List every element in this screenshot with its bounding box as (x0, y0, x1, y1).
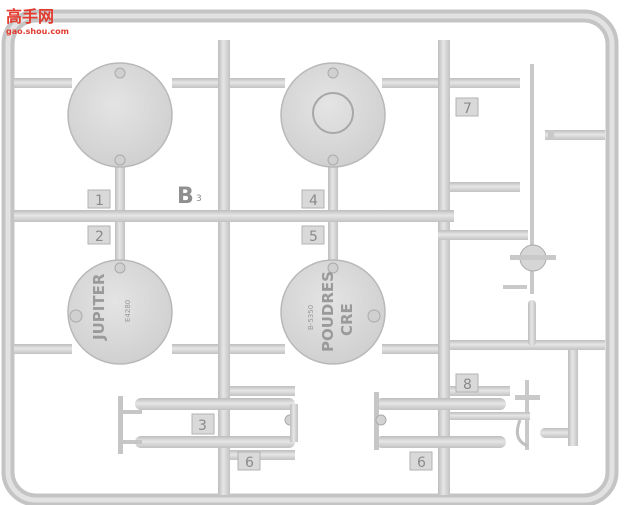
poudres-code: B-5350 (307, 305, 315, 330)
runner-horizontal-middle (14, 210, 454, 222)
svg-text:1: 1 (95, 193, 104, 209)
rod-assembly-8 (450, 350, 578, 450)
disc-jupiter: JUPITER E4280 (67, 259, 173, 365)
svg-text:6: 6 (245, 455, 254, 471)
part-tag-6b: 6 (409, 451, 433, 471)
part-tag-3: 3 (191, 413, 215, 435)
part-tag-4: 4 (301, 189, 325, 209)
svg-text:6: 6 (417, 455, 426, 471)
jupiter-code: E4280 (124, 300, 132, 322)
svg-text:4: 4 (309, 193, 318, 209)
part-tag-6a: 6 (237, 451, 261, 471)
poudres-label-2: CRE (338, 303, 356, 336)
rod-assembly-7 (503, 64, 556, 346)
svg-text:gao.shou.com: gao.shou.com (6, 27, 69, 36)
part-tag-1: 1 (87, 189, 111, 209)
svg-text:7: 7 (463, 101, 472, 117)
watermark-logo: 高手网 gao.shou.com (6, 7, 69, 36)
rod-part-6 (374, 386, 510, 450)
svg-text:2: 2 (95, 229, 104, 245)
jupiter-label: JUPITER (90, 273, 108, 341)
part-tag-2: 2 (87, 225, 111, 245)
svg-text:3: 3 (196, 194, 202, 204)
part-tag-8: 8 (455, 373, 479, 393)
svg-text:B: B (177, 184, 194, 209)
disc-part-4 (280, 62, 386, 168)
part-tag-7: 7 (455, 97, 479, 117)
runner-vertical-left (218, 40, 230, 495)
rod-part-3 (118, 386, 298, 460)
svg-text:5: 5 (309, 229, 318, 245)
svg-text:8: 8 (463, 377, 472, 393)
poudres-label-1: POUDRES (319, 271, 337, 352)
runner-vertical-right (438, 40, 450, 495)
disc-part-1 (67, 62, 173, 168)
part-tag-5: 5 (301, 225, 325, 245)
svg-text:3: 3 (198, 418, 207, 434)
disc-poudres: POUDRES CRE B-5350 (280, 259, 386, 365)
sprue-letter-b: B 3 (177, 184, 202, 209)
svg-text:高手网: 高手网 (6, 7, 54, 26)
